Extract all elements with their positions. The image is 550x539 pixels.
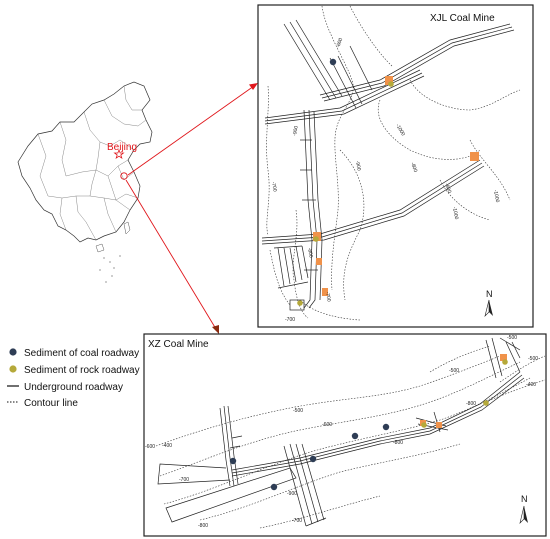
svg-text:-600: -600 [335, 37, 344, 49]
xjl-rock-sample-point [297, 300, 303, 306]
xz-coal-sample-point [270, 483, 278, 491]
svg-text:-500: -500 [449, 368, 459, 374]
svg-text:-700: -700 [270, 181, 278, 192]
svg-text:-900: -900 [354, 160, 362, 171]
beijing-label: Beijing [107, 142, 137, 153]
arrow-to-xz [125, 179, 217, 330]
legend: Sediment of coal roadway Sediment of roc… [7, 348, 140, 409]
legend-coal-sample-icon [9, 348, 17, 356]
xz-rock-sample-point [502, 359, 508, 365]
legend-label-roadway: Underground roadway [24, 382, 123, 393]
svg-text:-700: -700 [179, 477, 189, 483]
svg-text:-700: -700 [292, 518, 302, 524]
xz-panel-border [143, 333, 547, 537]
legend-label-contour: Contour line [24, 398, 78, 409]
xz-coal-sample-point [351, 432, 359, 440]
svg-text:-900: -900 [443, 183, 452, 195]
china-map: Beijing [17, 81, 153, 283]
legend-rock-sample-icon [9, 365, 17, 373]
xjl-shaft-outline [289, 299, 305, 311]
arrow-head-xz-icon [212, 325, 219, 334]
svg-text:-800: -800 [393, 440, 403, 446]
xz-contour-labels: -400 -500 -600 -700 -800 -900 -600 -700 … [145, 335, 538, 529]
xjl-rock-sample-point [388, 81, 394, 87]
svg-text:-400: -400 [162, 443, 172, 449]
arrow-head-xjl-icon [249, 83, 258, 90]
svg-text:-1000: -1000 [492, 189, 500, 203]
xjl-contours [266, 5, 521, 321]
beijing-star-icon [113, 148, 125, 159]
svg-text:-500: -500 [507, 335, 517, 341]
svg-text:-1000: -1000 [451, 206, 459, 220]
xz-coal-sample-point [382, 423, 390, 431]
svg-text:-1000: -1000 [394, 123, 406, 137]
svg-text:-500: -500 [293, 408, 303, 414]
svg-text:-700: -700 [285, 317, 295, 323]
svg-text:-700: -700 [324, 291, 332, 302]
xjl-rock-sample-point [313, 236, 319, 242]
svg-text:N: N [486, 289, 493, 299]
mine-location-marker [120, 172, 128, 180]
svg-text:-400: -400 [526, 382, 536, 388]
xjl-panel-title: XJL Coal Mine [430, 13, 495, 24]
xz-panel-title: XZ Coal Mine [148, 339, 209, 350]
svg-text:-800: -800 [306, 247, 314, 258]
arrow-to-xjl [127, 85, 255, 176]
svg-text:-600: -600 [145, 444, 155, 450]
xz-rock-sample-point [421, 422, 427, 428]
xjl-panel: XJL Coal Mine [257, 4, 534, 328]
xjl-contour-labels: -600 -900 -1000 -800 -900 -1000 -900 -70… [270, 37, 500, 323]
legend-label-coal: Sediment of coal roadway [24, 348, 139, 359]
xz-coal-sample-point [229, 457, 237, 465]
svg-text:-800: -800 [466, 401, 476, 407]
china-outline [17, 81, 153, 243]
xz-north-arrow-icon: N [519, 494, 528, 524]
svg-text:-900: -900 [287, 491, 297, 497]
svg-text:-600: -600 [322, 422, 332, 428]
legend-label-rock: Sediment of rock roadway [24, 365, 140, 376]
svg-text:-900: -900 [292, 125, 300, 136]
svg-text:-800: -800 [409, 162, 418, 174]
xjl-coal-sample-point [329, 58, 337, 66]
svg-text:-800: -800 [198, 523, 208, 529]
svg-text:N: N [521, 494, 528, 504]
svg-text:-500: -500 [528, 356, 538, 362]
xz-panel: XZ Coal Mine [143, 333, 547, 537]
xz-coal-sample-point [309, 455, 317, 463]
xz-rock-sample-point [483, 400, 489, 406]
xjl-panel-border [257, 4, 534, 328]
xjl-north-arrow-icon: N [484, 289, 493, 317]
locator-arrows [125, 83, 258, 334]
